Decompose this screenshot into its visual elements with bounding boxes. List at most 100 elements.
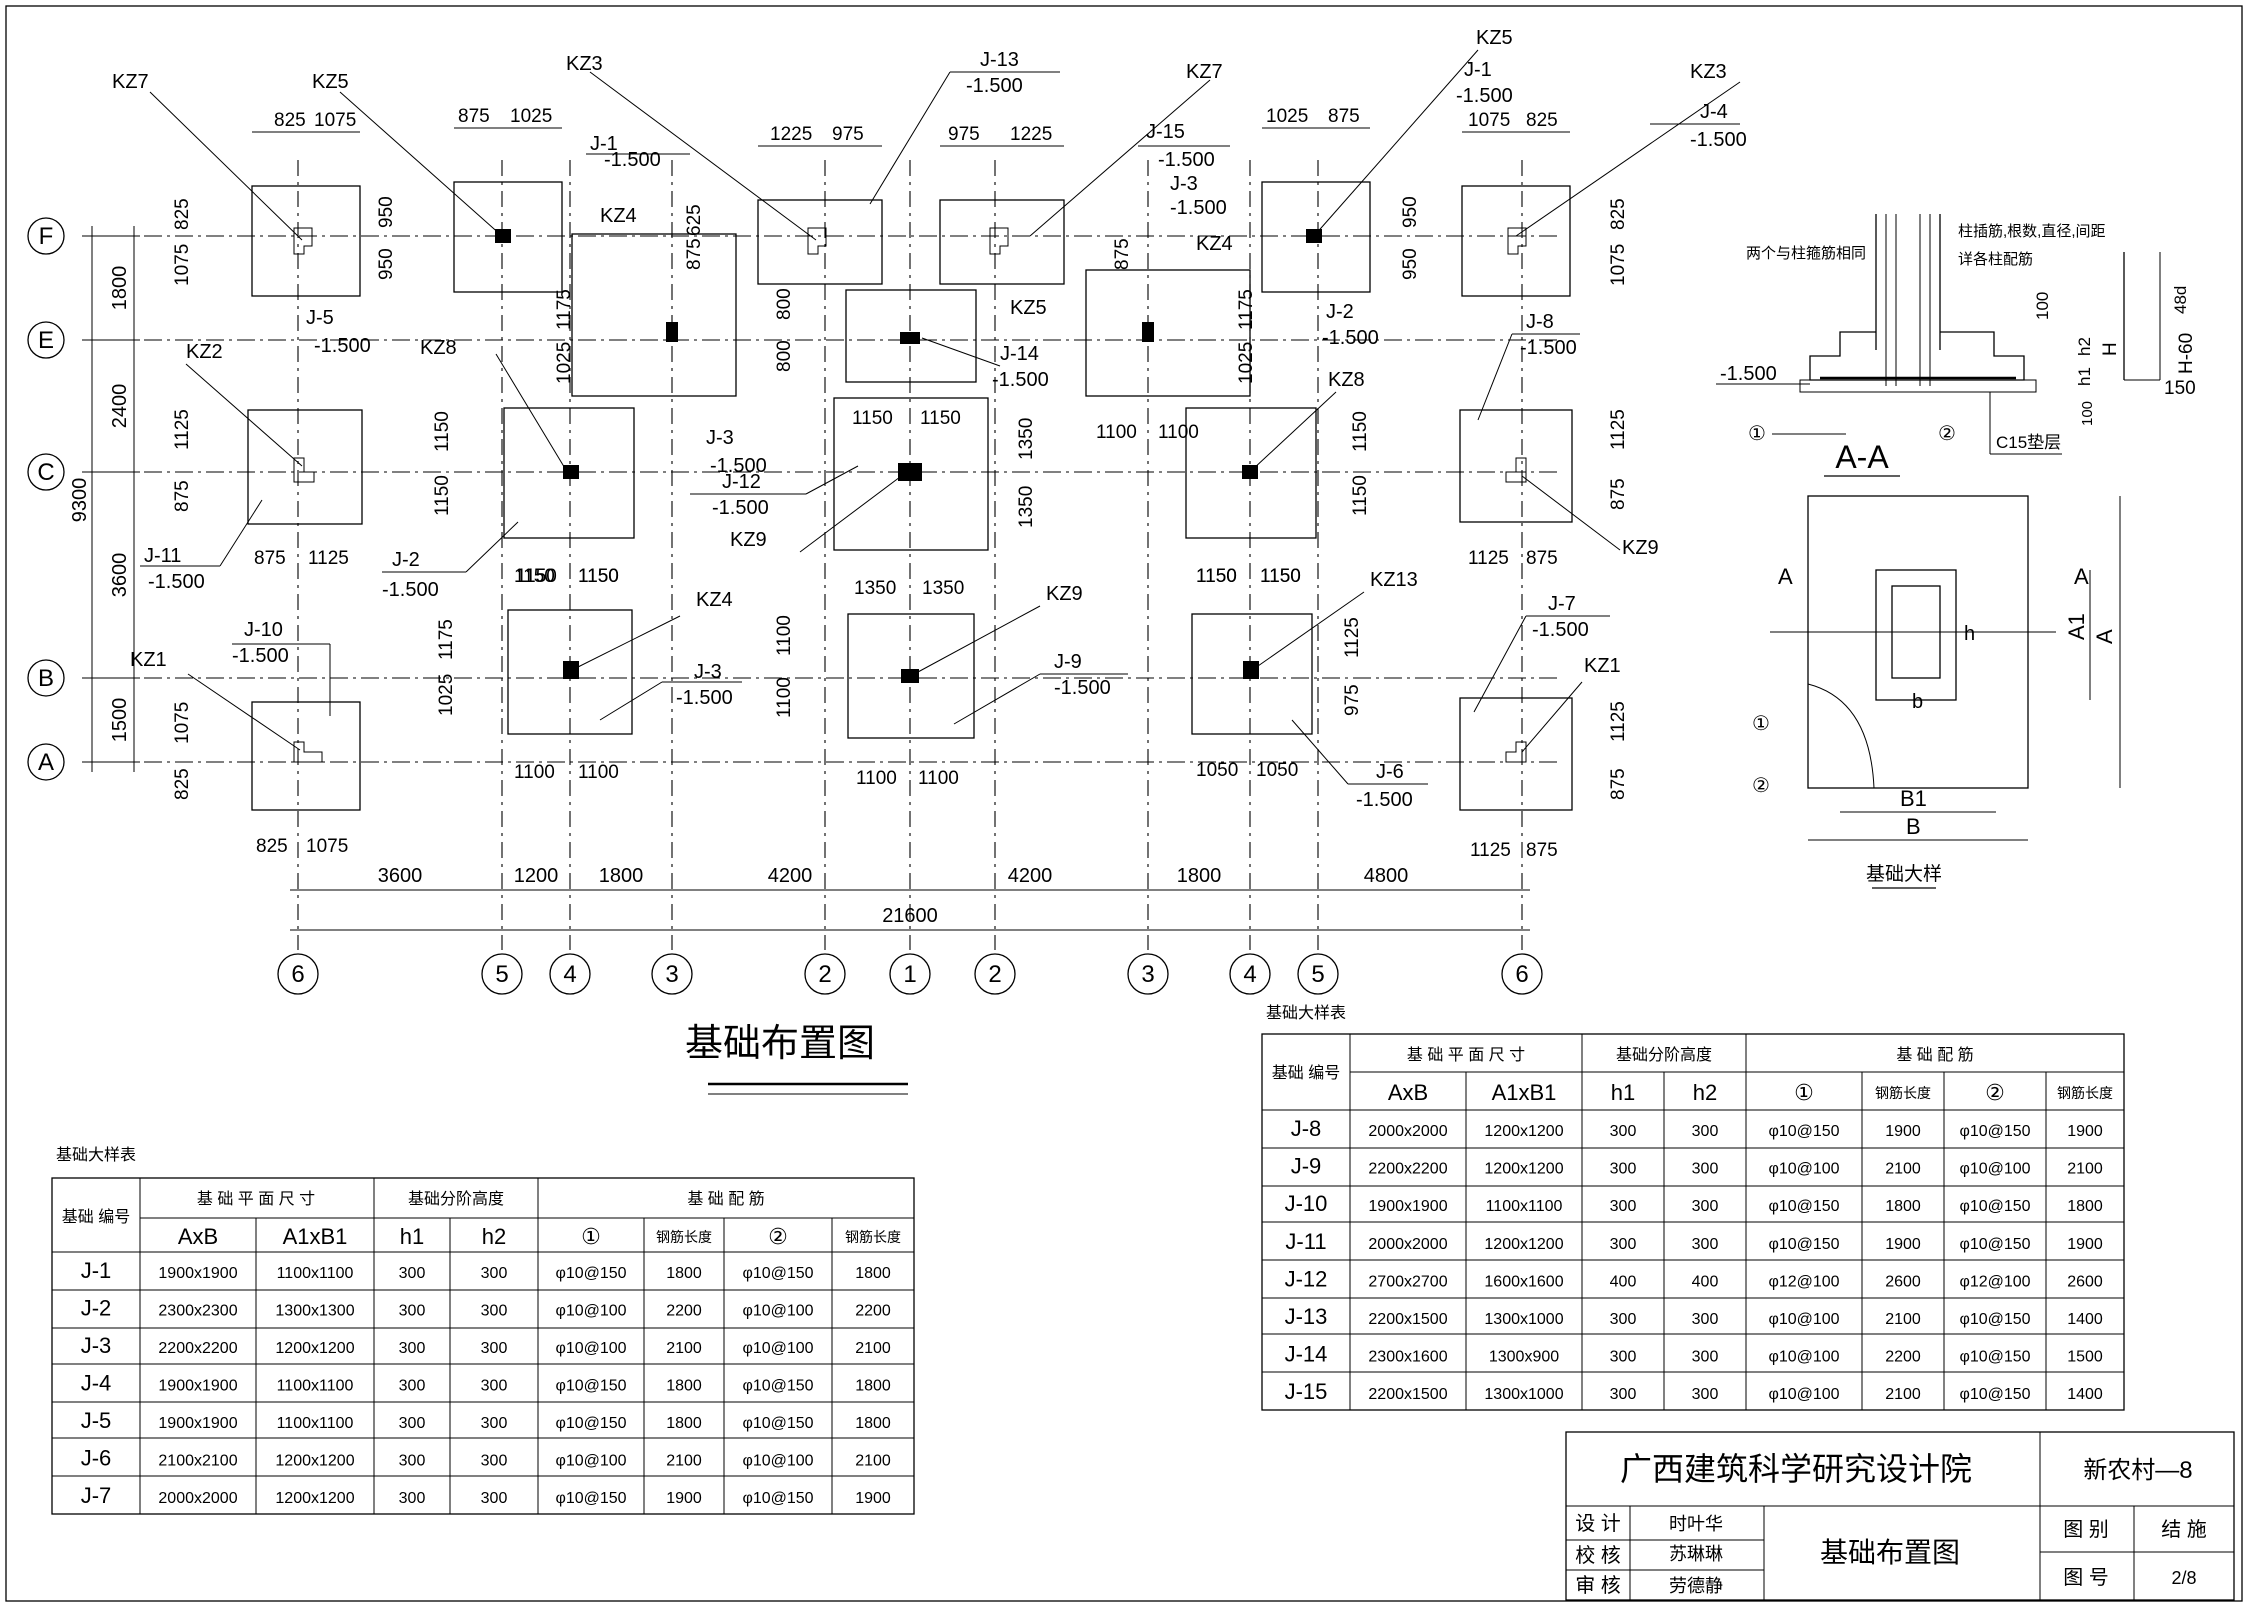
- footing-J1: [453, 181, 563, 293]
- tb-type-value: 结 施: [2161, 1518, 2207, 1541]
- dim-c4-b: 1150: [1350, 475, 1371, 516]
- tr-cell: 300: [1692, 1161, 1719, 1178]
- col-dim-6: 1800: [1177, 865, 1222, 887]
- dim-f4-a: 975: [948, 124, 980, 145]
- col-dim-total: 21600: [882, 905, 938, 927]
- label-KZ5-a: KZ5: [312, 71, 349, 93]
- detail-A: A: [2092, 629, 2117, 644]
- dim-f2-b: 1025: [510, 106, 552, 127]
- column-KZ3-a: [807, 227, 827, 255]
- label-J14-mark: J-14: [1000, 343, 1039, 365]
- footing-J10: [251, 701, 361, 811]
- footing-J1b: [1261, 181, 1371, 293]
- dim-e3-c: 1025: [1236, 342, 1257, 384]
- dim-b3-b: 975: [1342, 684, 1363, 716]
- dim-f3-b: 975: [832, 124, 864, 145]
- title-block: 广西建筑科学研究设计院 新农村—8 设 计 时叶华 校 核 苏琳琳 审 核 劳德…: [1565, 1431, 2235, 1601]
- column-KZ8-a: [563, 465, 579, 479]
- tr-h-rebar: 基 础 配 筋: [1896, 1046, 1973, 1064]
- detail-cut-A-right: A: [2074, 564, 2089, 589]
- axis-col-6a: 6: [291, 961, 304, 988]
- tr-cell: 2100: [1885, 1386, 1921, 1403]
- row-dim-2: 2400: [109, 384, 131, 429]
- tr-cell: 300: [1692, 1236, 1719, 1253]
- footing-J3-e2: [1085, 269, 1251, 397]
- tl-cell: J-1: [81, 1258, 112, 1283]
- section-100b: 100: [2079, 401, 2096, 426]
- label-KZ8-a: KZ8: [420, 337, 457, 359]
- tr-cell: 2100: [2067, 1161, 2103, 1178]
- dim-f3-c: 625: [684, 204, 705, 236]
- tb-check-name: 苏琳琳: [1669, 1544, 1723, 1564]
- section-h2: h2: [2075, 337, 2094, 356]
- tl-h-axb: AxB: [178, 1224, 218, 1249]
- dim-e3-a: 875: [1112, 238, 1133, 270]
- tl-cell: φ10@100: [555, 1453, 626, 1470]
- tr-cell: J-15: [1285, 1379, 1328, 1404]
- column-KZ2-a: [293, 457, 315, 483]
- label-J13-elev: -1.500: [966, 75, 1023, 97]
- tr-cell: 300: [1692, 1123, 1719, 1140]
- tr-h-r1: ①: [1794, 1080, 1814, 1105]
- tl-cell: 1800: [666, 1265, 702, 1282]
- tr-cell: J-11: [1285, 1229, 1326, 1254]
- tl-cell: 2100x2100: [158, 1453, 237, 1470]
- table-left-caption: 基础大样表: [56, 1146, 136, 1164]
- label-J3-mark-top: J-3: [1170, 173, 1198, 195]
- tl-cell: 2200: [666, 1303, 702, 1320]
- tl-cell: φ10@150: [555, 1490, 626, 1507]
- tl-cell: 300: [481, 1340, 508, 1357]
- tl-cell: φ10@150: [742, 1490, 813, 1507]
- tl-cell: J-4: [81, 1371, 112, 1396]
- label-J1b-elev: -1.500: [1456, 85, 1513, 107]
- dim-c1-a: 1125: [172, 409, 193, 450]
- dim-c3-d: 1350: [1016, 486, 1037, 528]
- tl-cell: φ10@100: [742, 1453, 813, 1470]
- tr-cell: 300: [1610, 1311, 1637, 1328]
- label-J3-mark-mid: J-3: [706, 427, 734, 449]
- tl-cell: 1900: [855, 1490, 891, 1507]
- tr-cell: 300: [1692, 1349, 1719, 1366]
- axis-col-4a: 4: [563, 961, 576, 988]
- detail-h: h: [1964, 623, 1975, 645]
- dim-a1-c: 825: [256, 836, 288, 857]
- tr-cell: 1900x1900: [1368, 1198, 1447, 1215]
- tr-cell: 2100: [1885, 1161, 1921, 1178]
- tr-cell: 1800: [2067, 1198, 2103, 1215]
- tr-cell: J-10: [1285, 1191, 1328, 1216]
- dim-f1-c: 825: [172, 198, 193, 230]
- tr-cell: 2000x2000: [1368, 1123, 1447, 1140]
- dim-e3-e: 1100: [1158, 422, 1199, 443]
- label-KZ9-b: KZ9: [1046, 583, 1083, 605]
- tr-cell: 1300x1000: [1484, 1386, 1563, 1403]
- tr-cell: 1400: [2067, 1386, 2103, 1403]
- tl-cell: 1800: [855, 1415, 891, 1432]
- label-J5-mark: J-5: [306, 307, 334, 329]
- tr-cell: φ10@150: [1959, 1123, 2030, 1140]
- dim-a1-a: 1075: [172, 702, 193, 744]
- callouts: KZ7 KZ5 KZ3 KZ7 KZ5 KZ3 J-1 -1.500 J-13 …: [112, 27, 1747, 811]
- dim-f1-b: 1075: [314, 110, 356, 131]
- axis-row-E: E: [38, 327, 54, 354]
- section-note-2: 柱插筋,根数,直径,间距: [1958, 223, 2106, 240]
- dim-b2-c: 1350: [854, 578, 896, 599]
- col-axis-bubbles: 6 5 4 3 2 1 2 3 4 5 6: [277, 953, 1543, 995]
- footing-J5: [251, 185, 361, 297]
- section-48d: 48d: [2171, 286, 2190, 314]
- dim-e1-a: 875: [684, 238, 705, 270]
- dim-a2-c: 1125: [1470, 840, 1511, 861]
- tr-cell: 2200x2200: [1368, 1161, 1447, 1178]
- row-dimensions: 1800 2400 3600 1500 9300: [69, 226, 140, 772]
- dim-f5-a: 1025: [1266, 106, 1308, 127]
- dim-b3-d: 1150: [1260, 566, 1301, 587]
- label-J13-mark: J-13: [980, 49, 1019, 71]
- tr-cell: 300: [1692, 1311, 1719, 1328]
- tb-no-value: 2/8: [2171, 1568, 2196, 1588]
- dim-a1-d: 1075: [306, 836, 348, 857]
- tl-h-h1: h1: [400, 1224, 424, 1249]
- dim-c5-a: 1125: [1608, 409, 1629, 450]
- tr-cell: 400: [1692, 1273, 1719, 1290]
- section-dim-100: 100: [2033, 292, 2052, 320]
- tr-cell: φ10@150: [1959, 1236, 2030, 1253]
- axis-col-2a: 2: [818, 961, 831, 988]
